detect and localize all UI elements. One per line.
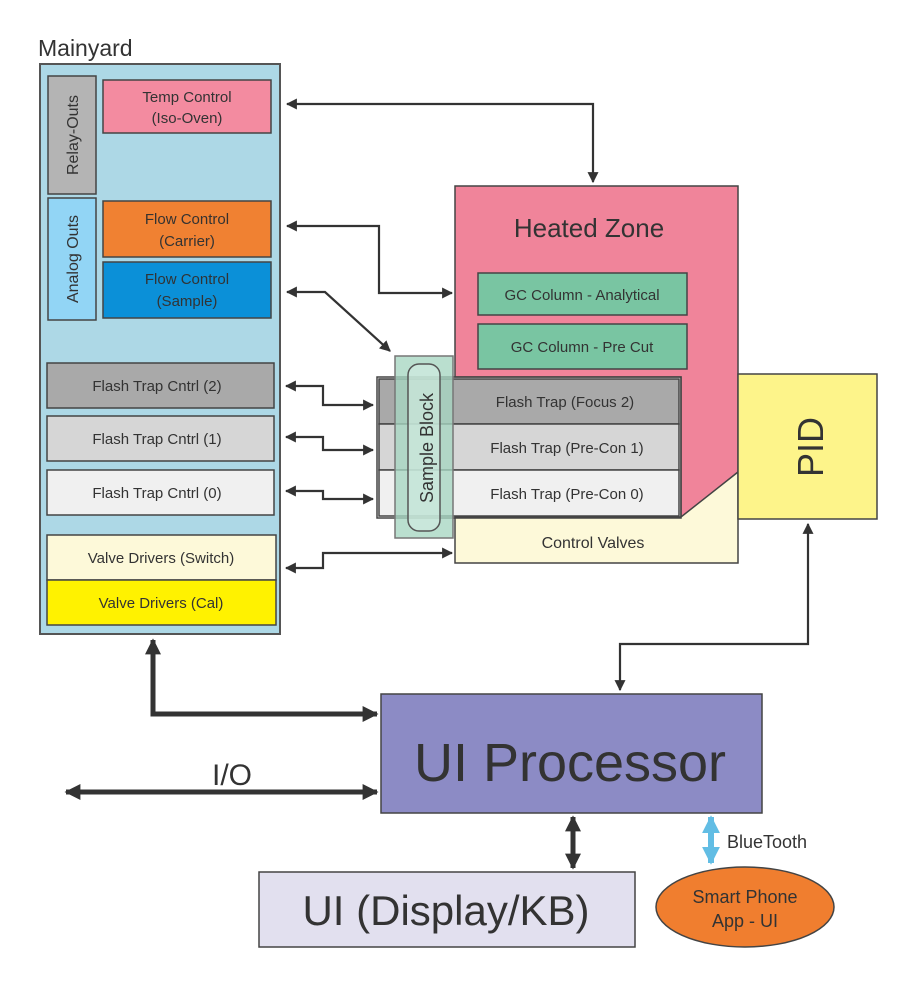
- flash-cntrl-0-box: [46, 469, 275, 516]
- flow-sample-line2: (Sample): [157, 293, 218, 310]
- arrow-carrier-gc: [285, 220, 454, 299]
- temp-control-line1: Temp Control: [142, 89, 231, 106]
- ui-processor-box: [380, 693, 763, 814]
- relay-outs-box: [47, 75, 97, 195]
- relay-outs-label: Relay-Outs: [65, 95, 82, 175]
- arrow-flash0: [284, 485, 375, 505]
- valve-switch-label: Valve Drivers (Switch): [88, 550, 234, 567]
- ui-display-label: UI (Display/KB): [302, 887, 589, 934]
- arrow-valves: [284, 547, 454, 574]
- control-valves-label: Control Valves: [542, 535, 645, 552]
- flash-trap-focus2-label: Flash Trap (Focus 2): [496, 394, 634, 411]
- sample-block-label: Sample Block: [417, 392, 437, 503]
- flow-carrier-line1: Flow Control: [145, 211, 229, 228]
- analog-outs-box: [47, 197, 97, 321]
- mainyard-title: Mainyard: [38, 35, 133, 61]
- flash-cntrl-1-box: [46, 415, 275, 462]
- arrow-flash1: [284, 431, 375, 456]
- valve-cal-box: [46, 579, 277, 626]
- flow-sample-line1: Flow Control: [145, 271, 229, 288]
- ui-processor-label: UI Processor: [414, 733, 726, 793]
- smartphone-ellipse: [655, 866, 835, 948]
- sample-block-pill: [407, 363, 441, 532]
- gc-column-analytical-box: [477, 272, 688, 316]
- flash-cntrl-1-label: Flash Trap Cntrl (1): [92, 431, 221, 448]
- arrow-sample-block: [285, 286, 391, 352]
- arrow-temp-heated: [285, 98, 599, 184]
- pid-box: [737, 373, 878, 520]
- flash-trap-precon1-label: Flash Trap (Pre-Con 1): [490, 440, 643, 457]
- pid-label: PID: [790, 417, 831, 477]
- arrow-pid-processor: [614, 522, 814, 692]
- flash-cntrl-2-label: Flash Trap Cntrl (2): [92, 378, 221, 395]
- smartphone-line2: App - UI: [712, 911, 778, 931]
- arrow-flash2: [284, 380, 375, 411]
- flash-cntrl-2-box: [46, 362, 275, 409]
- valve-switch-box: [46, 534, 277, 581]
- thin-connectors: [284, 98, 814, 692]
- gc-column-precut-box: [477, 323, 688, 370]
- flash-cntrl-0-label: Flash Trap Cntrl (0): [92, 485, 221, 502]
- temp-control-line2: (Iso-Oven): [152, 110, 223, 127]
- flow-sample-box: [102, 261, 272, 319]
- io-label: I/O: [212, 759, 252, 792]
- bluetooth-label: BlueTooth: [727, 832, 807, 852]
- flash-trap-stack: [376, 376, 682, 519]
- valve-cal-label: Valve Drivers (Cal): [99, 595, 224, 612]
- heated-zone-title: Heated Zone: [514, 213, 664, 243]
- analog-outs-label: Analog Outs: [65, 215, 82, 303]
- flow-carrier-line2: (Carrier): [159, 233, 215, 250]
- gc-column-analytical-label: GC Column - Analytical: [504, 287, 659, 304]
- arrow-mainyard-processor: [144, 638, 379, 723]
- smartphone-line1: Smart Phone: [692, 887, 797, 907]
- bold-connectors: [64, 638, 582, 870]
- ui-display-box: [258, 871, 636, 948]
- flow-carrier-box: [102, 200, 272, 258]
- temp-control-box: [102, 79, 272, 134]
- gc-column-precut-label: GC Column - Pre Cut: [511, 339, 654, 356]
- flash-trap-precon0-label: Flash Trap (Pre-Con 0): [490, 486, 643, 503]
